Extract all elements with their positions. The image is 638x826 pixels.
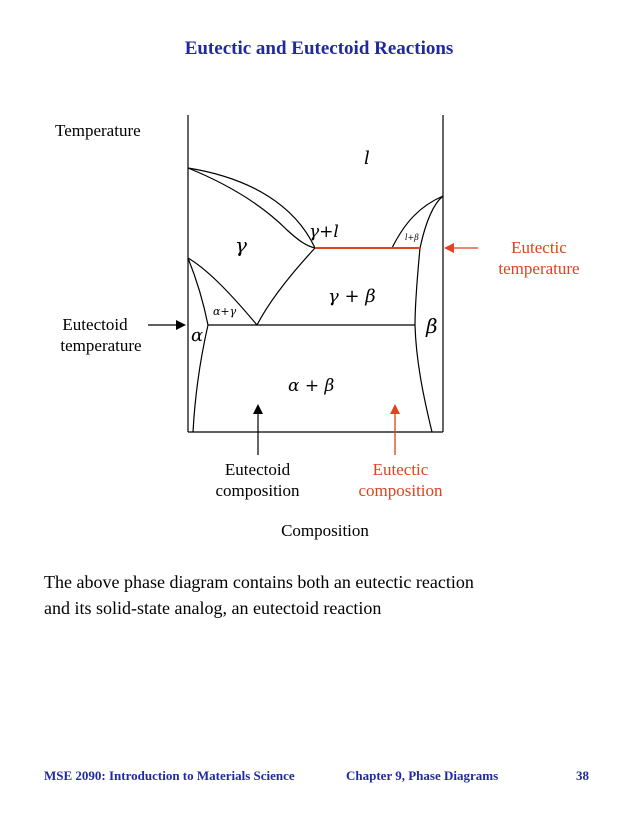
label-alpha-gamma: α+γ <box>213 305 237 318</box>
solidus-gamma <box>187 167 316 249</box>
eutectoid-temperature-line-1: Eutectoid <box>62 315 128 334</box>
label-liquid: l <box>364 148 370 169</box>
eutectoid-temperature-line-2: temperature <box>60 336 142 355</box>
description-line-1: The above phase diagram contains both an… <box>44 572 474 592</box>
solidus-beta <box>419 195 444 249</box>
label-gamma-liquid: γ+l <box>309 222 339 242</box>
eutectic-temperature-line-1: Eutectic <box>511 238 567 257</box>
eutectic-composition-label: Eutectic composition <box>338 459 463 501</box>
label-gamma-beta: γ + β <box>328 286 376 307</box>
solvus-alpha <box>192 324 209 433</box>
label-gamma: γ <box>235 233 247 257</box>
eutectic-temp-arrowhead <box>444 243 454 253</box>
eutectoid-composition-line-1: Eutectoid <box>224 460 291 479</box>
alpha-gamma-lower <box>187 257 209 326</box>
eutectic-comp-arrowhead <box>390 404 400 414</box>
composition-axis-label: Composition <box>281 521 369 540</box>
label-liquid-beta: l+β <box>405 233 419 242</box>
eutectoid-temperature-label: Eutectoid temperature <box>42 314 160 356</box>
footer-page-number: 38 <box>576 768 589 783</box>
gamma-boundary-right <box>256 247 316 326</box>
description-line-2: and its solid-state analog, an eutectoid… <box>44 598 382 618</box>
label-alpha-beta: α + β <box>288 376 335 396</box>
page-title: Eutectic and Eutectoid Reactions <box>184 38 454 59</box>
footer-chapter: Chapter 9, Phase Diagrams <box>346 768 499 783</box>
eutectic-temperature-line-2: temperature <box>498 259 580 278</box>
label-beta: β <box>425 314 438 338</box>
eutectoid-comp-arrowhead <box>253 404 263 414</box>
eutectic-composition-line-1: Eutectic <box>372 460 429 479</box>
eutectoid-composition-line-2: composition <box>215 481 300 500</box>
alpha-gamma-upper <box>187 257 258 326</box>
eutectic-temperature-label: Eutectic temperature <box>474 237 604 279</box>
eutectoid-temp-arrowhead <box>176 320 186 330</box>
footer-course: MSE 2090: Introduction to Materials Scie… <box>44 768 295 783</box>
eutectoid-composition-label: Eutectoid composition <box>195 459 320 501</box>
eutectic-composition-line-2: composition <box>358 481 443 500</box>
label-alpha: α <box>191 325 203 346</box>
description-paragraph: The above phase diagram contains both an… <box>44 569 604 621</box>
liquidus-right <box>391 195 444 249</box>
liquidus-left <box>187 167 316 249</box>
temperature-axis-label: Temperature <box>55 121 141 140</box>
solvus-beta <box>414 247 433 433</box>
